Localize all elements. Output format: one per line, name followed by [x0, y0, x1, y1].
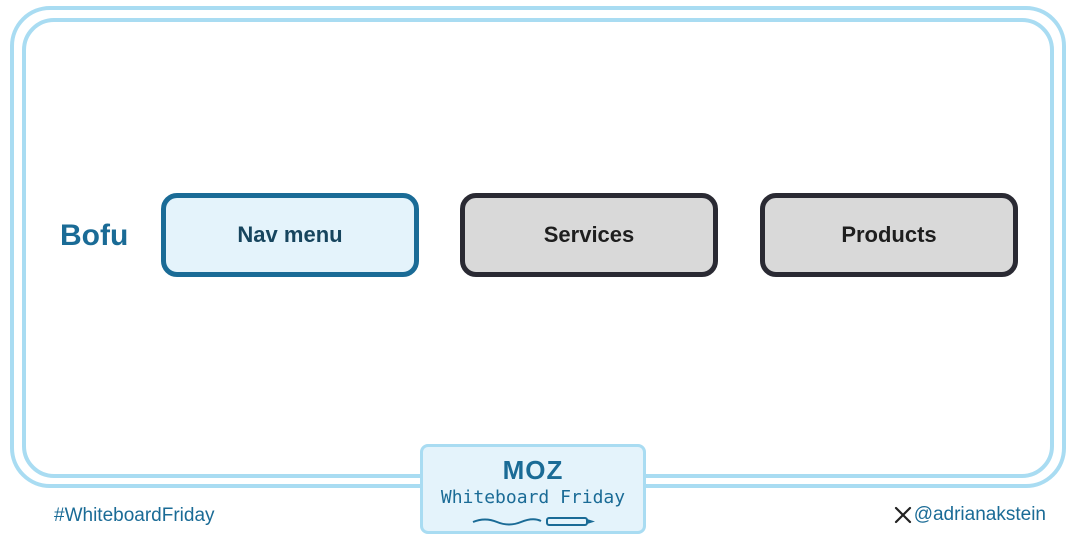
products-box: Products [760, 193, 1018, 277]
products-label: Products [841, 222, 937, 247]
whiteboard-friday-badge: MOZ Whiteboard Friday [420, 444, 646, 534]
badge-title: Whiteboard Friday [440, 487, 626, 508]
services-box: Services [460, 193, 718, 277]
nav-menu-box: Nav menu [161, 193, 419, 277]
hashtag-text: #WhiteboardFriday [54, 505, 215, 526]
row-label-bofu: Bofu [60, 219, 129, 252]
services-label: Services [543, 222, 635, 247]
social-handle[interactable]: @adrianakstein [894, 504, 1046, 526]
moz-logo: MOZ [502, 455, 564, 485]
nav-menu-label: Nav menu [237, 222, 343, 247]
x-logo-icon [894, 506, 911, 524]
marker-underline-icon [472, 517, 595, 526]
social-handle-text: @adrianakstein [913, 504, 1046, 525]
